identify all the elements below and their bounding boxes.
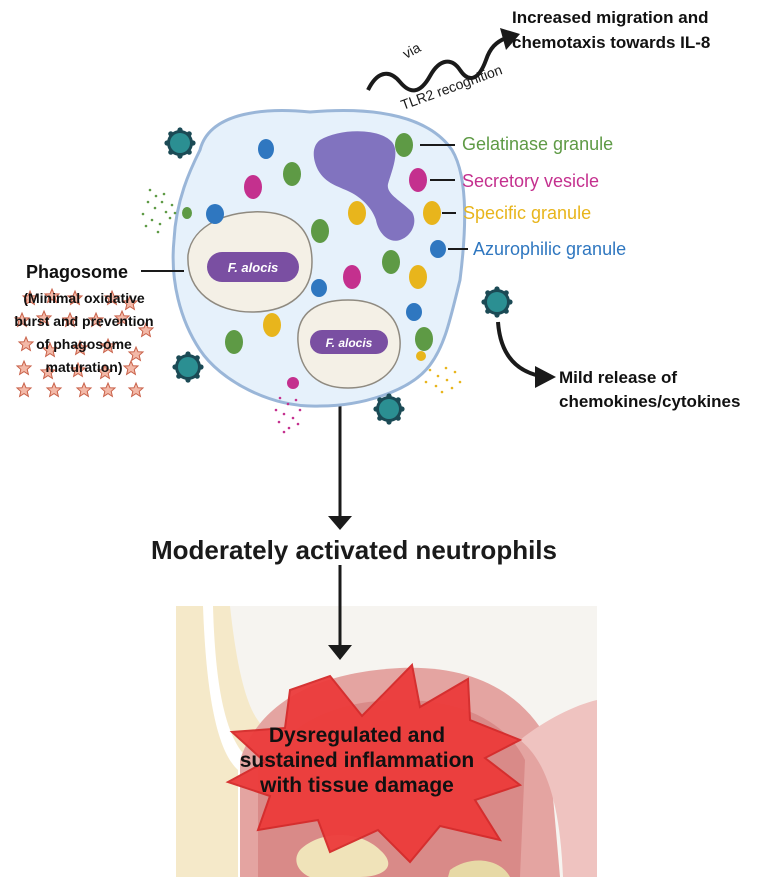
legend-specific: Specific granule — [463, 203, 591, 223]
phagosome-line-4: maturation) — [46, 359, 123, 375]
phagosome-2: F. alocis — [297, 299, 401, 389]
bacterium-1-label: F. alocis — [228, 260, 279, 275]
via-label: via — [400, 39, 424, 62]
phagosome-line-1: (Minimal oxidative — [23, 290, 145, 306]
tlr2-label: TLR2 recognition — [399, 61, 505, 113]
phagosome-line-2: burst and prevention — [14, 313, 153, 329]
phagosome-annotation: Phagosome (Minimal oxidative burst and p… — [14, 262, 184, 375]
inflammation-line-3: with tissue damage — [259, 774, 454, 797]
outcome-title: Moderately activated neutrophils — [151, 535, 557, 565]
bacterium-1 — [207, 252, 299, 282]
bacterium-2-label: F. alocis — [326, 336, 373, 350]
phagosome-title: Phagosome — [26, 262, 128, 282]
mild-release-line-2: chemokines/cytokines — [559, 392, 740, 411]
phagosome-1: F. alocis — [187, 211, 313, 313]
inflammation-line-2: sustained inflammation — [240, 749, 475, 772]
inflammation-burst: Dysregulated and sustained inflammation … — [225, 662, 523, 864]
neutrophil-cell: F. alocis F. alocis — [171, 109, 467, 408]
granules — [182, 133, 446, 389]
migration-line-1: Increased migration and — [512, 8, 709, 27]
inflammation-line-1: Dysregulated and — [269, 724, 445, 747]
legend-azurophilic: Azurophilic granule — [473, 239, 626, 259]
nucleus — [313, 131, 415, 241]
legend-gelatinase: Gelatinase granule — [462, 134, 613, 154]
tlr2-signal-arrow: via TLR2 recognition — [366, 28, 520, 113]
legend-secretory: Secretory vesicle — [462, 171, 599, 191]
phagosome-line-3: of phagosome — [36, 336, 132, 352]
bacterium-2 — [310, 330, 388, 354]
cytokine-release-arrow — [496, 321, 556, 388]
granule-legend: Gelatinase granule Secretory vesicle Spe… — [420, 134, 626, 259]
mild-release-line-1: Mild release of — [559, 368, 677, 387]
flow-arrows — [328, 385, 352, 660]
released-particles — [141, 188, 462, 434]
migration-line-2: chemotaxis towards IL-8 — [512, 33, 710, 52]
